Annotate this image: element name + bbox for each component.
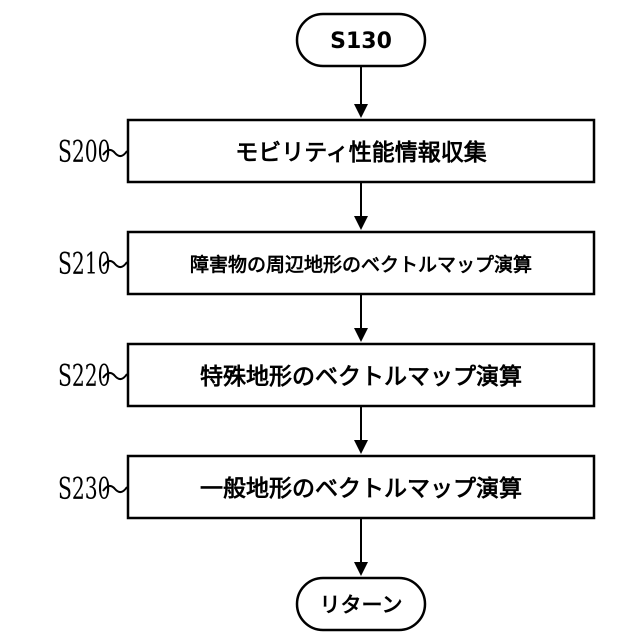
start-label: S130 bbox=[330, 29, 392, 54]
arrow-s220-to-s230 bbox=[354, 406, 368, 454]
arrow-start-to-s200 bbox=[354, 66, 368, 118]
step-s210: S210 障害物の周辺地形のベクトルマップ演算 bbox=[58, 232, 594, 294]
step-s200-label: モビリティ性能情報収集 bbox=[235, 139, 488, 166]
end-label: リターン bbox=[320, 593, 403, 617]
step-s230-label: 一般地形のベクトルマップ演算 bbox=[200, 475, 522, 502]
step-s210-label: 障害物の周辺地形のベクトルマップ演算 bbox=[190, 253, 532, 276]
arrow-s230-to-end bbox=[354, 518, 368, 576]
step-s220-id: S220 bbox=[58, 359, 111, 394]
step-s200-id: S200 bbox=[58, 135, 111, 170]
start-terminator: S130 bbox=[297, 14, 425, 66]
arrow-s200-to-s210 bbox=[354, 182, 368, 230]
step-s220-label: 特殊地形のベクトルマップ演算 bbox=[200, 363, 522, 390]
step-s230-id: S230 bbox=[58, 472, 111, 507]
step-s220: S220 特殊地形のベクトルマップ演算 bbox=[58, 344, 594, 406]
step-s230: S230 一般地形のベクトルマップ演算 bbox=[58, 456, 594, 518]
step-s210-id: S210 bbox=[58, 247, 111, 282]
arrow-s210-to-s220 bbox=[354, 294, 368, 342]
end-terminator: リターン bbox=[297, 578, 425, 630]
step-s200: S200 モビリティ性能情報収集 bbox=[58, 120, 594, 182]
